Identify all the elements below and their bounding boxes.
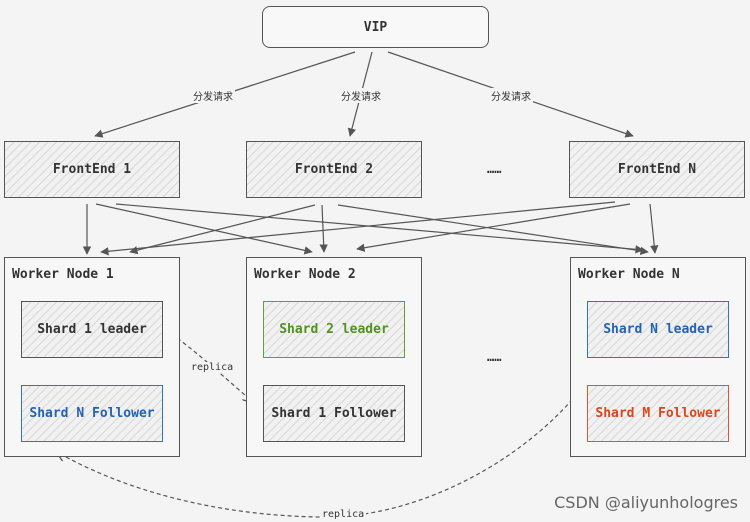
dispatch-label-2: 分发请求 [339,88,383,103]
shard-n-follower: Shard N Follower [21,385,163,442]
edge-fe2-wN [337,204,649,256]
worker-node-2: Worker Node 2 Shard 2 leader Shard 1 Fol… [246,257,422,457]
frontend-n-label: FrontEnd N [617,162,697,177]
dispatch-label-3: 分发请求 [489,88,533,103]
shard-n-follower-label: Shard N Follower [29,406,155,421]
edge-fe2-w1 [129,204,316,255]
worker-ellipsis: …… [487,350,502,364]
edge-fe1-w2 [95,203,313,255]
vip-node: VIP [262,6,489,48]
edge-feN-wN [649,203,659,254]
shard-2-leader: Shard 2 leader [263,301,405,358]
shard-2-leader-label: Shard 2 leader [279,322,389,337]
vip-label: VIP [363,19,388,35]
shard-1-leader: Shard 1 leader [21,301,163,358]
dispatch-label-1: 分发请求 [191,88,235,103]
worker-node-n-title: Worker Node N [578,267,680,282]
shard-1-follower: Shard 1 Follower [263,385,405,442]
edge-fe2-w2 [319,204,328,253]
worker-node-n: Worker Node N Shard N leader Shard M Fol… [570,257,746,457]
frontend-n: FrontEnd N [569,141,745,198]
worker-node-1-title: Worker Node 1 [12,267,114,282]
shard-1-leader-label: Shard 1 leader [37,322,147,337]
shard-m-follower: Shard M Follower [587,385,729,442]
shard-n-leader: Shard N leader [587,301,729,358]
replica-label-top: replica [189,362,236,373]
shard-n-leader-label: Shard N leader [603,322,713,337]
frontend-1-label: FrontEnd 1 [52,162,132,177]
frontend-2-label: FrontEnd 2 [294,162,374,177]
shard-m-follower-label: Shard M Follower [595,406,721,421]
edge-feN-w2 [356,203,631,252]
watermark: CSDN @aliyunhologres [554,493,738,512]
worker-node-1: Worker Node 1 Shard 1 leader Shard N Fol… [4,257,180,457]
frontend-2: FrontEnd 2 [246,141,422,198]
worker-node-2-title: Worker Node 2 [254,267,356,282]
shard-1-follower-label: Shard 1 Follower [271,406,397,421]
frontend-1: FrontEnd 1 [4,141,180,198]
edge-feN-w1 [100,201,616,256]
edge-fe1-wN [115,203,644,254]
frontend-ellipsis: …… [487,162,502,176]
replica-label-bottom: replica [320,509,367,520]
